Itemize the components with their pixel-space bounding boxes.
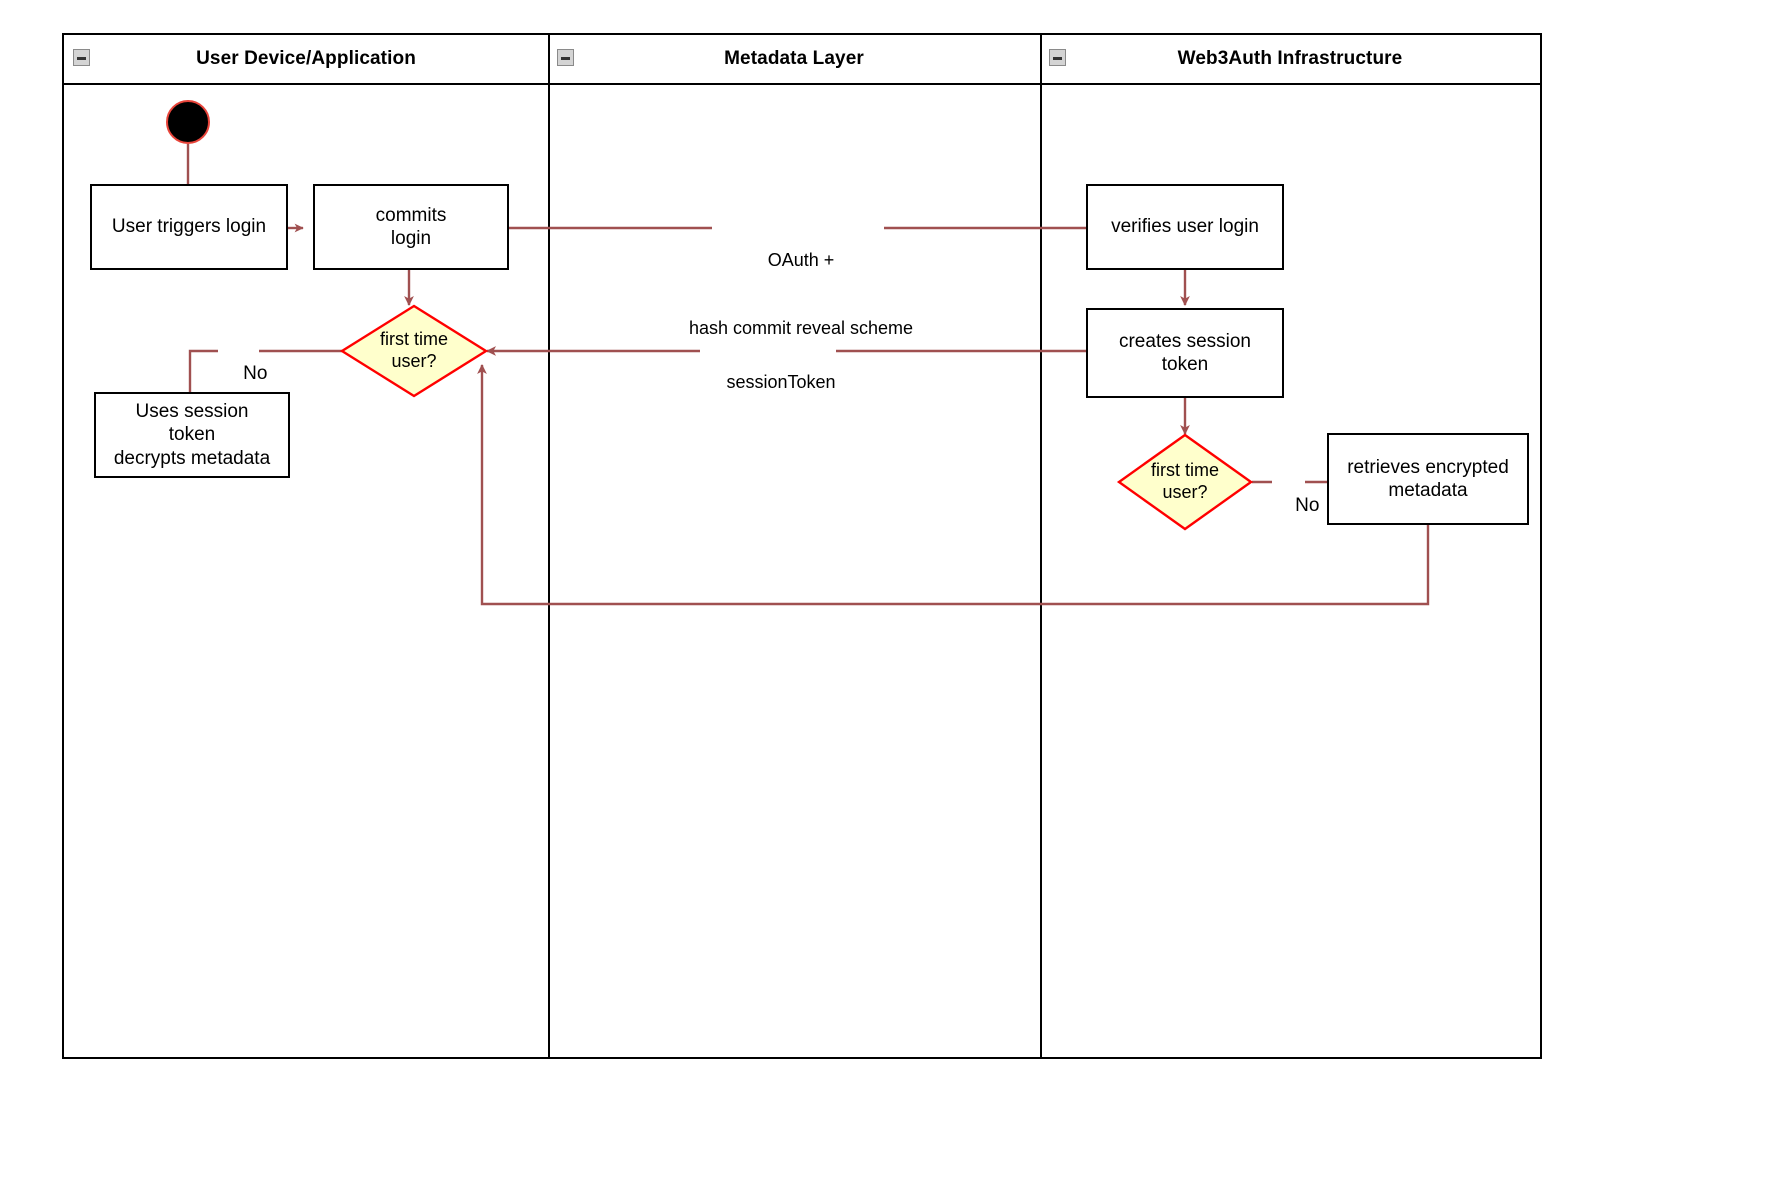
node-commits-login[interactable]: commits login xyxy=(313,184,509,270)
decision-line-1: first time xyxy=(1150,460,1219,481)
node-retrieves-encrypted-metadata[interactable]: retrieves encrypted metadata xyxy=(1327,433,1529,525)
edge-label-session-token: sessionToken xyxy=(726,371,836,392)
node-user-triggers-login[interactable]: User triggers login xyxy=(90,184,288,270)
collapse-minus-icon[interactable] xyxy=(557,49,574,66)
lane-title-user-device: User Device/Application xyxy=(196,48,416,69)
node-label: creates session token xyxy=(1118,330,1251,375)
node-uses-session-token[interactable]: Uses session token decrypts metadata xyxy=(94,392,290,478)
decision-line-2: user? xyxy=(1162,482,1208,502)
lane-header-metadata-layer: Metadata Layer xyxy=(548,35,1040,85)
node-label: Uses session token decrypts metadata xyxy=(113,401,271,469)
lane-user-device: User Device/Application xyxy=(64,35,548,1057)
node-label: retrieves encrypted metadata xyxy=(1347,456,1509,501)
edge-label-oauth-line2: hash commit reveal scheme xyxy=(688,317,914,338)
lane-metadata-layer: Metadata Layer xyxy=(548,35,1040,1057)
decision-label: first time user? xyxy=(341,305,487,397)
lane-header-web3auth: Web3Auth Infrastructure xyxy=(1040,35,1540,85)
decision-line-2: user? xyxy=(391,351,437,371)
lane-divider-2 xyxy=(1040,35,1042,1057)
start-node xyxy=(166,100,210,144)
lane-header-user-device: User Device/Application xyxy=(64,35,548,85)
lane-title-web3auth: Web3Auth Infrastructure xyxy=(1177,48,1403,69)
node-verifies-user-login[interactable]: verifies user login xyxy=(1086,184,1284,270)
decision-label: first time user? xyxy=(1118,434,1252,530)
edge-label-no-left: No xyxy=(243,362,268,384)
edge-label-oauth: OAuth + hash commit reveal scheme xyxy=(628,204,974,384)
collapse-minus-icon[interactable] xyxy=(73,49,90,66)
decision-line-1: first time xyxy=(379,329,448,350)
lane-divider-1 xyxy=(548,35,550,1057)
edge-label-oauth-line1: OAuth + xyxy=(767,250,835,270)
node-label: verifies user login xyxy=(1111,216,1259,238)
lane-title-metadata-layer: Metadata Layer xyxy=(724,48,864,69)
lane-web3auth: Web3Auth Infrastructure xyxy=(1040,35,1540,1057)
collapse-minus-icon[interactable] xyxy=(1049,49,1066,66)
node-creates-session-token[interactable]: creates session token xyxy=(1086,308,1284,398)
edge-label-no-right: No xyxy=(1295,494,1320,516)
decision-first-time-user-left[interactable]: first time user? xyxy=(339,304,489,398)
node-label: commits login xyxy=(375,204,447,249)
decision-first-time-user-right[interactable]: first time user? xyxy=(1116,433,1254,531)
node-label: User triggers login xyxy=(111,216,267,238)
